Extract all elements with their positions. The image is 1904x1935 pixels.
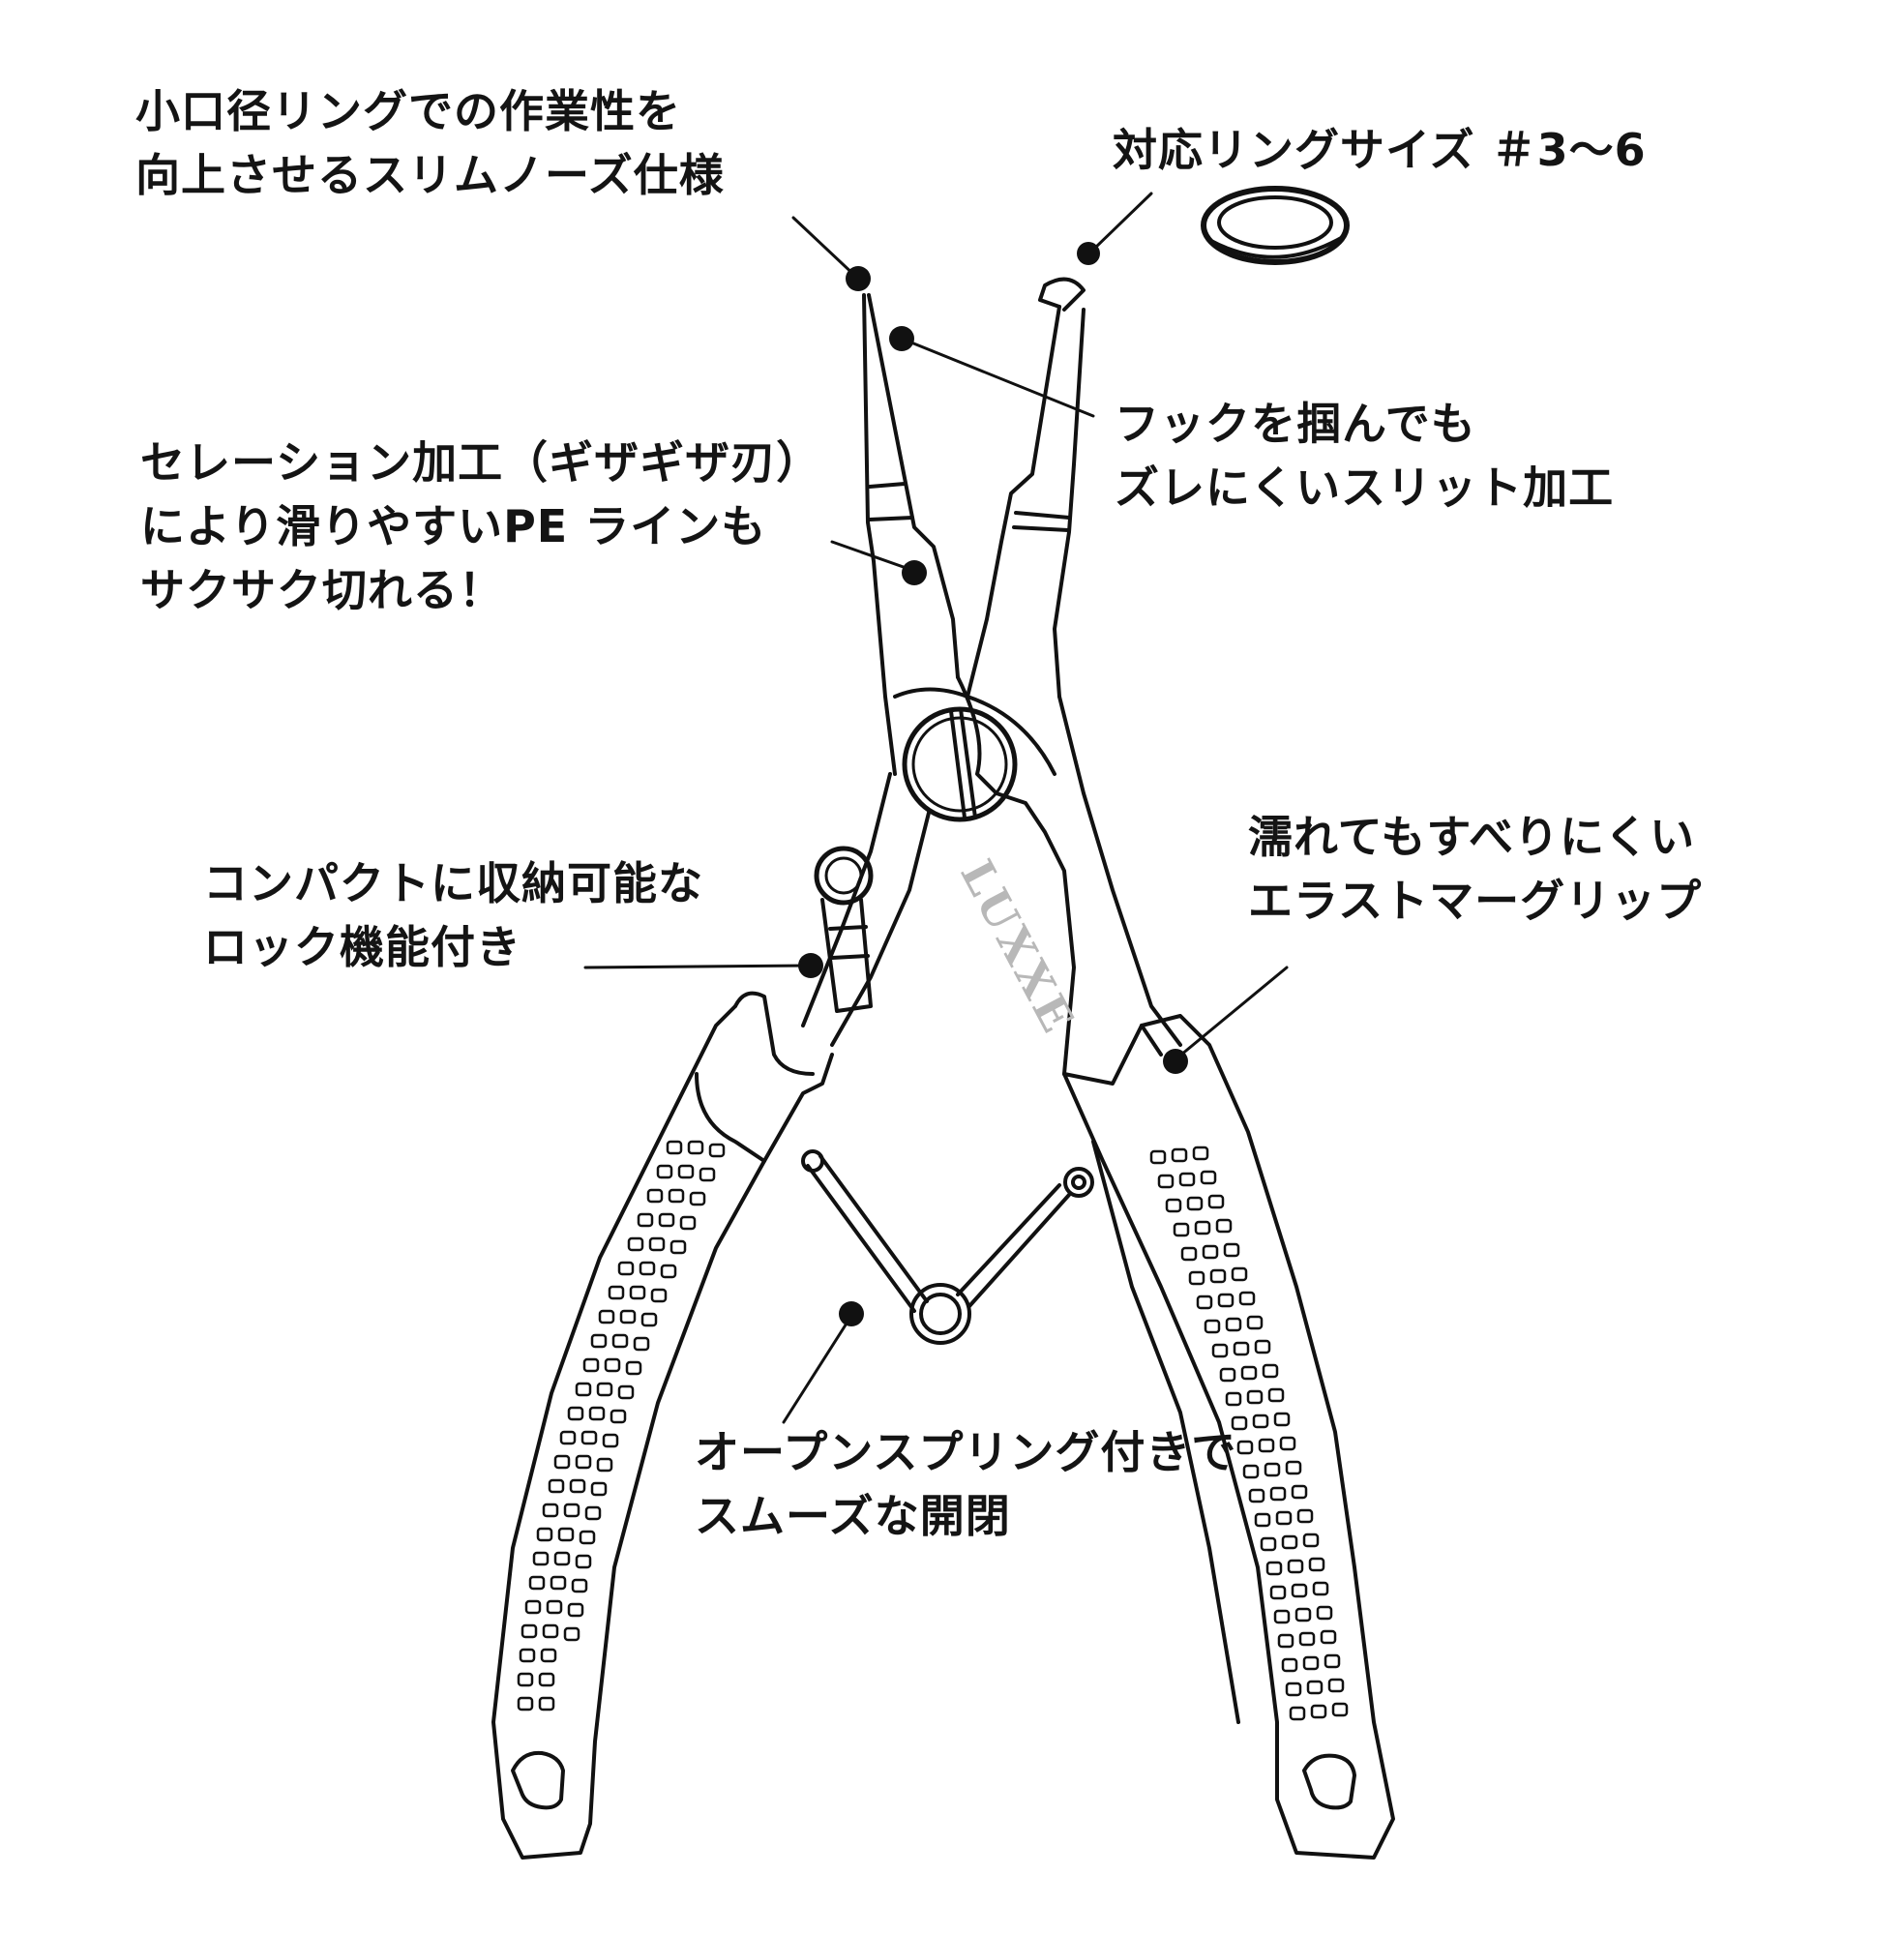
callout-text: 対応リングサイズ ＃3〜6 [1113,124,1647,176]
left-jaw [862,293,960,776]
callout-text: セレーション加工（ギザギザ刃） [140,436,822,489]
callout-text: 向上させるスリムノーズ仕様 [135,149,725,201]
left-handle [491,772,931,1860]
callout-text: ロック機能付き [203,921,521,973]
callout-text: フックを掴んでも [1115,398,1476,450]
callout-serration: セレーション加工（ギザギザ刃） により滑りやすいPE ラインも サクサク切れる！ [140,431,821,622]
callout-text: 小口径リングでの作業性を [135,85,681,137]
callout-spring: オープンスプリング付きで スムーズな開閉 [695,1420,1236,1548]
callout-text: ズレにくいスリット加工 [1115,461,1615,514]
callout-text: 濡れてもすべりにくい [1248,811,1696,863]
left-lanyard-hole [511,1750,565,1810]
callout-grip: 濡れてもすべりにくい エラストマーグリップ [1248,805,1702,933]
callout-text: サクサク切れる！ [140,564,504,616]
right-jaw [966,277,1086,699]
callout-slim-nose: 小口径リングでの作業性を 向上させるスリムノーズ仕様 [135,79,725,207]
callout-ring-size: 対応リングサイズ ＃3〜6 [1113,118,1647,182]
right-grip-texture [1149,1146,1349,1721]
callout-text: エラストマーグリップ [1248,875,1703,927]
callout-text: コンパクトに収納可能な [203,857,703,909]
pivot-screw-icon [893,687,1056,822]
callout-leaders [583,192,1289,1424]
callout-slit: フックを掴んでも ズレにくいスリット加工 [1115,392,1614,520]
right-handle [956,675,1395,1860]
right-lanyard-hole [1302,1753,1356,1810]
callout-text: オープンスプリング付きで [695,1426,1237,1478]
callout-dots [798,242,1188,1326]
callout-lock: コンパクトに収納可能な ロック機能付き [203,851,703,979]
left-grip-texture [517,1140,726,1712]
callout-text: により滑りやすいPE ラインも [140,500,767,552]
open-spring-icon [801,1149,1094,1345]
split-ring-icon [1201,186,1350,265]
callout-text: スムーズな開閉 [695,1490,1011,1542]
